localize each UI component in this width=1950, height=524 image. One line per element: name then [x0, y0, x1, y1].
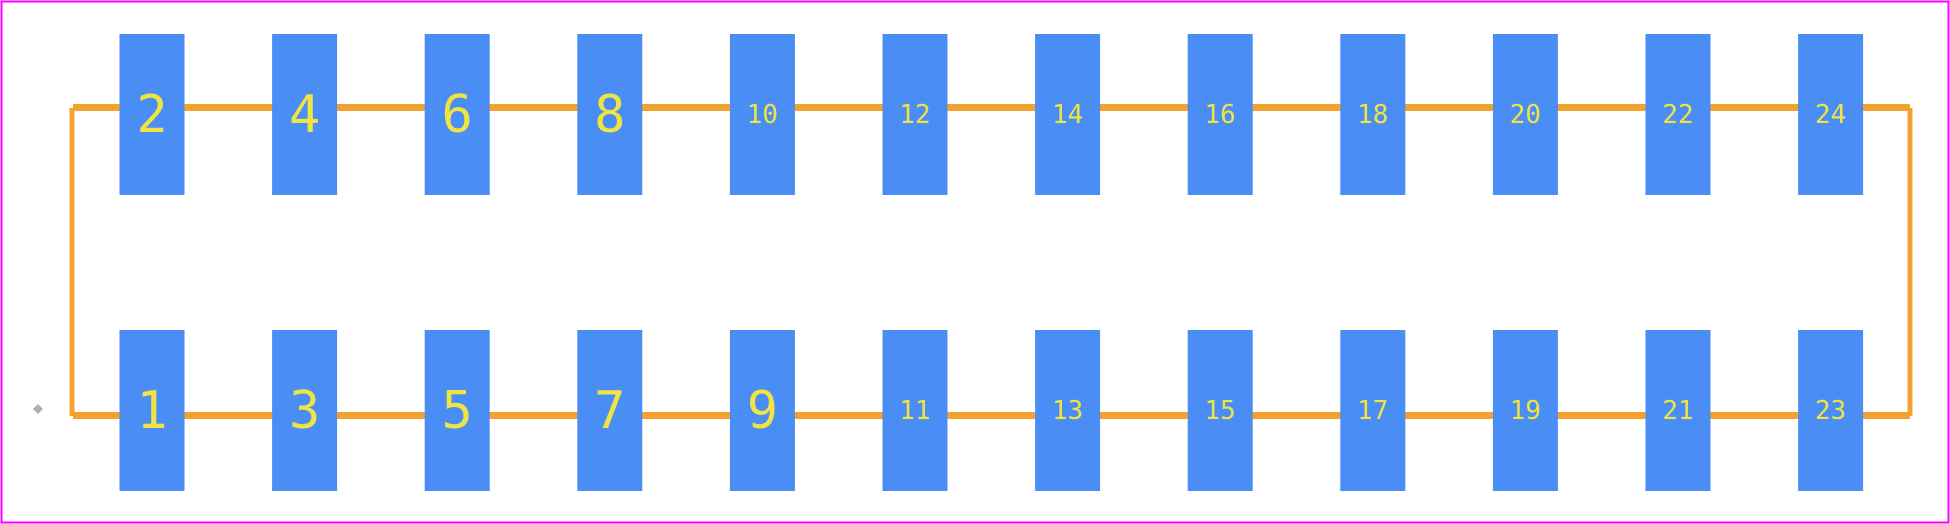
pad-18 — [1340, 34, 1406, 195]
pad-label-12: 12 — [899, 100, 930, 130]
pad-label-14: 14 — [1052, 100, 1083, 130]
pad-12 — [882, 34, 948, 195]
pad-10 — [729, 34, 795, 195]
pad-label-2: 2 — [136, 85, 167, 145]
pad-label-9: 9 — [747, 381, 778, 441]
pad-20 — [1492, 34, 1558, 195]
pad-6 — [424, 34, 490, 195]
pad-label-23: 23 — [1815, 396, 1846, 426]
pad-label-17: 17 — [1357, 396, 1388, 426]
pad-label-18: 18 — [1357, 100, 1388, 130]
pad-24 — [1798, 34, 1864, 195]
pad-label-1: 1 — [136, 381, 167, 441]
pad-label-15: 15 — [1205, 396, 1236, 426]
pad-16 — [1187, 34, 1253, 195]
pad-1 — [119, 330, 185, 491]
pad-22 — [1645, 34, 1711, 195]
silkscreen-outline — [69, 104, 1913, 419]
pad-5 — [424, 330, 490, 491]
pad-label-16: 16 — [1205, 100, 1236, 130]
pad-13 — [1035, 330, 1101, 491]
pad-label-24: 24 — [1815, 100, 1846, 130]
pad-label-19: 19 — [1510, 396, 1541, 426]
pad-label-6: 6 — [442, 85, 473, 145]
pad-7 — [577, 330, 643, 491]
origin-marker-icon — [33, 404, 43, 414]
pad-4 — [272, 34, 338, 195]
pad-label-8: 8 — [594, 85, 625, 145]
pad-9 — [729, 330, 795, 491]
pad-label-3: 3 — [289, 381, 320, 441]
pad-17 — [1340, 330, 1406, 491]
pad-label-21: 21 — [1662, 396, 1693, 426]
pad-15 — [1187, 330, 1253, 491]
pad-2 — [119, 34, 185, 195]
pad-3 — [272, 330, 338, 491]
pad-label-7: 7 — [594, 381, 625, 441]
pad-21 — [1645, 330, 1711, 491]
pad-label-20: 20 — [1510, 100, 1541, 130]
pad-8 — [577, 34, 643, 195]
pad-23 — [1798, 330, 1864, 491]
pad-label-13: 13 — [1052, 396, 1083, 426]
pad-label-4: 4 — [289, 85, 320, 145]
pad-19 — [1492, 330, 1558, 491]
pad-label-22: 22 — [1662, 100, 1693, 130]
pad-14 — [1035, 34, 1101, 195]
pad-label-10: 10 — [747, 100, 778, 130]
pad-label-5: 5 — [442, 381, 473, 441]
pad-label-11: 11 — [899, 396, 930, 426]
pad-11 — [882, 330, 948, 491]
